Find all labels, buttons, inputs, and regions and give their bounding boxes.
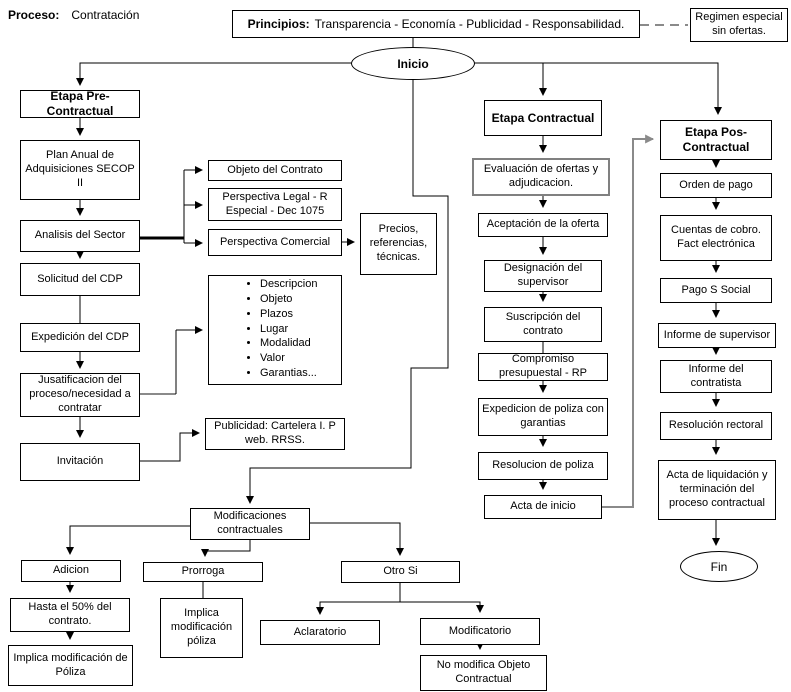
node-modificaciones-contractuales: Modificaciones contractuales xyxy=(190,508,310,540)
node-principios: Principios: Transparencia - Economía - Pu… xyxy=(232,10,640,38)
node-etapa-pos-contractual: Etapa Pos-Contractual xyxy=(660,120,772,160)
node-implica-modificacion-poliza-adicion: Implica modificación de Póliza xyxy=(8,645,133,686)
requisitos-list: Descripcion Objeto Plazos Lugar Modalida… xyxy=(212,278,317,381)
node-solicitud-cdp: Solicitud del CDP xyxy=(20,263,140,296)
node-evaluacion-ofertas: Evaluación de ofertas y adjudicacion. xyxy=(472,158,610,196)
principios-value: Transparencia - Economía - Publicidad - … xyxy=(314,16,625,31)
node-requisitos-lista: Descripcion Objeto Plazos Lugar Modalida… xyxy=(208,275,342,385)
node-regimen-especial: Regimen especial sin ofertas. xyxy=(690,8,788,42)
node-publicidad: Publicidad: Cartelera I. P web. RRSS. xyxy=(205,418,345,450)
node-justificacion: Jusatificacion del proceso/necesidad a c… xyxy=(20,373,140,417)
node-etapa-contractual: Etapa Contractual xyxy=(484,100,602,136)
requisito-item: Garantias... xyxy=(260,367,317,381)
node-suscripcion-contrato: Suscripción del contrato xyxy=(484,307,602,342)
node-inicio: Inicio xyxy=(351,47,475,80)
requisito-item: Lugar xyxy=(260,323,317,337)
node-fin: Fin xyxy=(680,551,758,582)
node-perspectiva-comercial: Perspectiva Comercial xyxy=(208,229,342,256)
requisito-item: Valor xyxy=(260,352,317,366)
principios-label: Principios: xyxy=(247,16,310,31)
node-analisis-sector: Analisis del Sector xyxy=(20,220,140,252)
node-perspectiva-legal: Perspectiva Legal - R Especial - Dec 107… xyxy=(208,188,342,221)
requisito-item: Modalidad xyxy=(260,337,317,351)
process-title-label: Proceso: xyxy=(8,8,60,22)
node-informe-supervisor: Informe de supervisor xyxy=(658,323,776,348)
node-expedicion-cdp: Expedición del CDP xyxy=(20,323,140,352)
node-implica-modificacion-poliza-prorroga: Implica modificación póliza xyxy=(160,598,243,658)
node-cuentas-cobro: Cuentas de cobro. Fact electrónica xyxy=(660,215,772,261)
node-aclaratorio: Aclaratorio xyxy=(260,620,380,645)
requisito-item: Plazos xyxy=(260,308,317,322)
node-invitacion: Invitación xyxy=(20,443,140,481)
node-otro-si: Otro Si xyxy=(341,561,460,583)
node-pago-s-social: Pago S Social xyxy=(660,278,772,303)
process-title-value: Contratación xyxy=(71,8,140,22)
node-no-modifica-objeto: No modifica Objeto Contractual xyxy=(420,655,547,691)
node-orden-pago: Orden de pago xyxy=(660,173,772,198)
node-resolucion-poliza: Resolucion de poliza xyxy=(478,452,608,480)
requisito-item: Descripcion xyxy=(260,278,317,292)
node-aceptacion-oferta: Aceptación de la oferta xyxy=(478,213,608,237)
node-prorroga: Prorroga xyxy=(143,562,263,582)
process-title: Proceso: Contratación xyxy=(8,8,139,22)
node-designacion-supervisor: Designación del supervisor xyxy=(484,260,602,292)
requisito-item: Objeto xyxy=(260,293,317,307)
node-objeto-contrato: Objeto del Contrato xyxy=(208,160,342,181)
node-compromiso-presupuestal: Compromiso presupuestal - RP xyxy=(478,353,608,381)
node-expedicion-poliza: Expedicion de poliza con garantias xyxy=(478,398,608,436)
node-etapa-pre-contractual: Etapa Pre-Contractual xyxy=(20,89,140,118)
node-adicion: Adicion xyxy=(21,560,121,582)
node-resolucion-rectoral: Resolución rectoral xyxy=(660,412,772,440)
node-acta-inicio: Acta de inicio xyxy=(484,495,602,519)
node-hasta-50: Hasta el 50% del contrato. xyxy=(10,598,130,632)
node-precios-referencias: Precios, referencias, técnicas. xyxy=(360,213,437,275)
node-informe-contratista: Informe del contratista xyxy=(660,360,772,393)
node-plan-anual: Plan Anual de Adquisiciones SECOP II xyxy=(20,140,140,200)
node-modificatorio: Modificatorio xyxy=(420,618,540,645)
node-acta-liquidacion: Acta de liquidación y terminación del pr… xyxy=(658,460,776,520)
